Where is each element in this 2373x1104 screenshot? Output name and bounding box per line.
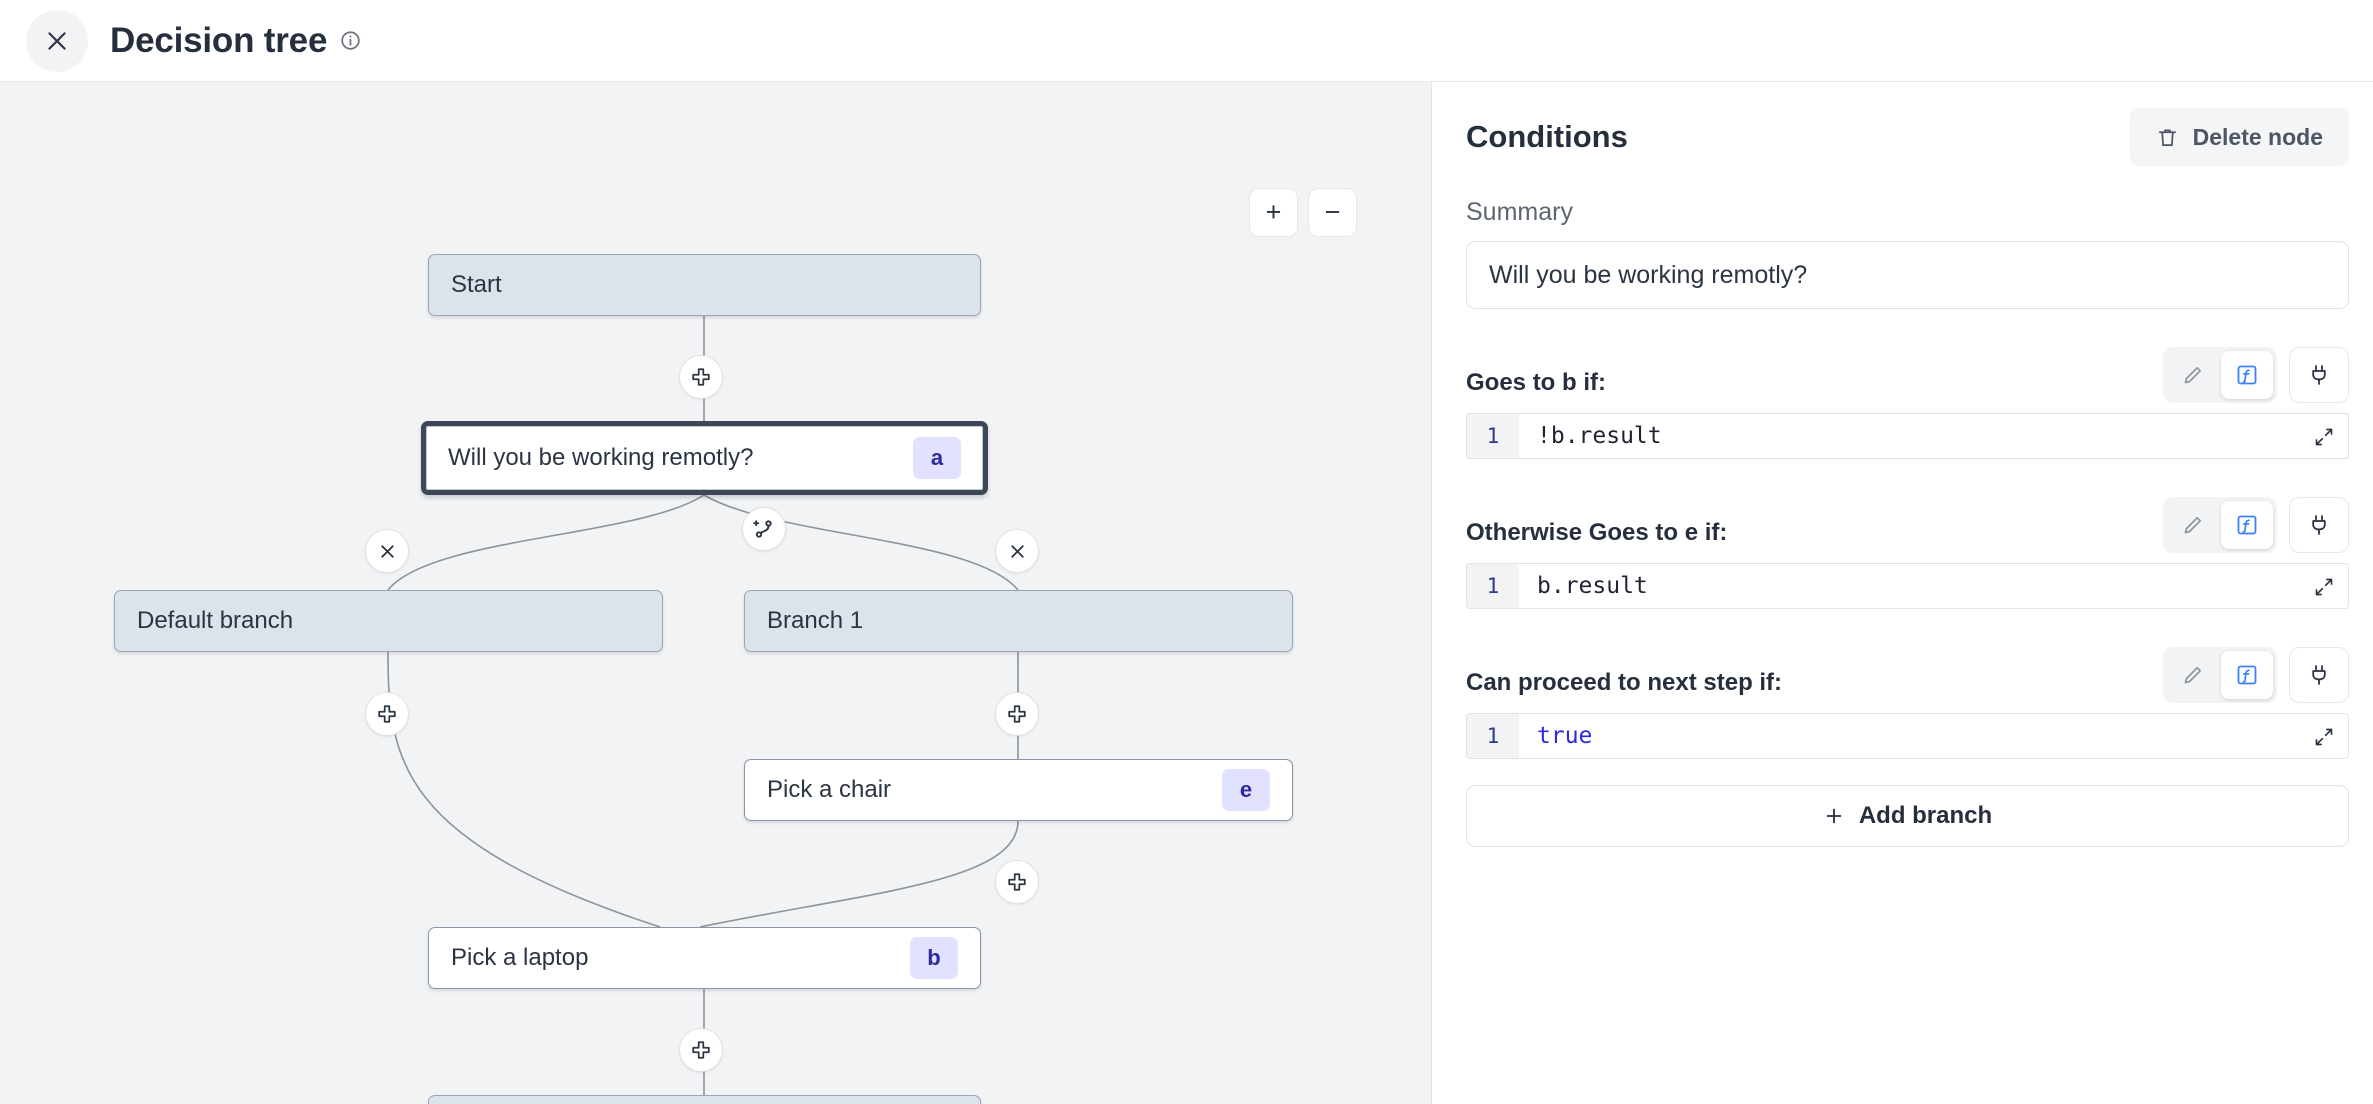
- code-content[interactable]: true: [1537, 723, 1593, 749]
- condition-block: Goes to b if: 1 !b.result: [1466, 345, 2349, 459]
- graph-node-def[interactable]: Default branch: [114, 590, 663, 652]
- expand-icon[interactable]: [2304, 717, 2344, 757]
- graph-canvas[interactable]: + −: [0, 82, 1432, 1104]
- condition-actions: [2163, 647, 2349, 703]
- zoom-controls: + −: [1249, 188, 1357, 237]
- info-icon[interactable]: [340, 30, 361, 51]
- zoom-in-button[interactable]: +: [1249, 188, 1298, 237]
- editor-mode-toggle: [2163, 647, 2277, 703]
- add-branch-button[interactable]: Add branch: [1466, 785, 2349, 847]
- summary-label: Summary: [1466, 198, 1573, 226]
- code-editor[interactable]: 1 b.result: [1466, 563, 2349, 609]
- graph-node-label: Default branch: [137, 607, 294, 634]
- condition-header: Can proceed to next step if:: [1466, 645, 2349, 703]
- condition-actions: [2163, 347, 2349, 403]
- add-branch-icon[interactable]: [742, 507, 786, 551]
- add-node-icon[interactable]: [679, 355, 723, 399]
- top-bar: Decision tree: [0, 0, 2373, 82]
- close-icon[interactable]: [365, 529, 409, 573]
- conditions-panel: Conditions Delete node Summary Goes to b…: [1432, 82, 2373, 1104]
- plug-icon[interactable]: [2289, 647, 2349, 703]
- panel-title: Conditions: [1466, 119, 1628, 154]
- graph-node-badge: b: [910, 937, 958, 979]
- delete-node-button[interactable]: Delete node: [2129, 108, 2349, 166]
- code-content[interactable]: b.result: [1537, 573, 1648, 599]
- condition-header: Goes to b if:: [1466, 345, 2349, 403]
- page-title: Decision tree: [110, 20, 328, 60]
- delete-node-label: Delete node: [2192, 123, 2323, 150]
- plus-icon: [1826, 808, 1842, 824]
- condition-label: Can proceed to next step if:: [1466, 669, 1783, 696]
- add-node-icon[interactable]: [679, 1028, 723, 1072]
- trash-icon: [2158, 128, 2176, 146]
- plug-icon[interactable]: [2289, 347, 2349, 403]
- graph-node-badge: a: [913, 437, 961, 479]
- condition-header: Otherwise Goes to e if:: [1466, 495, 2349, 553]
- summary-field: Summary: [1466, 198, 2349, 309]
- add-node-icon[interactable]: [365, 692, 409, 736]
- graph-node-badge: e: [1222, 769, 1270, 811]
- expand-icon[interactable]: [2304, 417, 2344, 457]
- zoom-out-button[interactable]: −: [1308, 188, 1357, 237]
- graph-node-end[interactable]: End: [428, 1095, 981, 1104]
- graph-node-label: Start: [451, 271, 502, 298]
- condition-block: Otherwise Goes to e if: 1 b.result: [1466, 495, 2349, 609]
- graph-node-label: Pick a chair: [767, 776, 892, 803]
- close-icon[interactable]: [995, 529, 1039, 573]
- condition-label: Otherwise Goes to e if:: [1466, 519, 1728, 546]
- code-line-number: 1: [1467, 564, 1519, 608]
- pencil-icon[interactable]: [2167, 351, 2219, 399]
- condition-actions: [2163, 497, 2349, 553]
- condition-label: Goes to b if:: [1466, 369, 1606, 396]
- add-node-icon[interactable]: [995, 692, 1039, 736]
- pencil-icon[interactable]: [2167, 501, 2219, 549]
- pencil-icon[interactable]: [2167, 651, 2219, 699]
- close-icon[interactable]: [26, 9, 88, 72]
- graph-node-b[interactable]: Pick a laptop b: [428, 927, 981, 989]
- code-line-number: 1: [1467, 414, 1519, 458]
- function-icon[interactable]: [2221, 651, 2273, 699]
- graph-node-a[interactable]: Will you be working remotly? a: [421, 421, 988, 495]
- graph-node-label: Will you be working remotly?: [448, 444, 754, 471]
- condition-block: Can proceed to next step if: 1 true: [1466, 645, 2349, 759]
- graph-node-start[interactable]: Start: [428, 254, 981, 316]
- summary-input[interactable]: [1466, 241, 2349, 309]
- code-content[interactable]: !b.result: [1537, 423, 1662, 449]
- graph-node-br1[interactable]: Branch 1: [744, 590, 1293, 652]
- editor-mode-toggle: [2163, 347, 2277, 403]
- graph-node-label: Branch 1: [767, 607, 864, 634]
- function-icon[interactable]: [2221, 501, 2273, 549]
- function-icon[interactable]: [2221, 351, 2273, 399]
- expand-icon[interactable]: [2304, 567, 2344, 607]
- code-editor[interactable]: 1 true: [1466, 713, 2349, 759]
- add-branch-label: Add branch: [1858, 802, 1993, 829]
- panel-header: Conditions Delete node: [1466, 108, 2349, 166]
- title-wrap: Decision tree: [110, 21, 361, 61]
- plug-icon[interactable]: [2289, 497, 2349, 553]
- editor-mode-toggle: [2163, 497, 2277, 553]
- code-editor[interactable]: 1 !b.result: [1466, 413, 2349, 459]
- graph-node-e[interactable]: Pick a chair e: [744, 759, 1293, 821]
- code-line-number: 1: [1467, 714, 1519, 758]
- body: + −: [0, 82, 2373, 1104]
- graph-node-label: Pick a laptop: [451, 944, 589, 971]
- add-node-icon[interactable]: [995, 860, 1039, 904]
